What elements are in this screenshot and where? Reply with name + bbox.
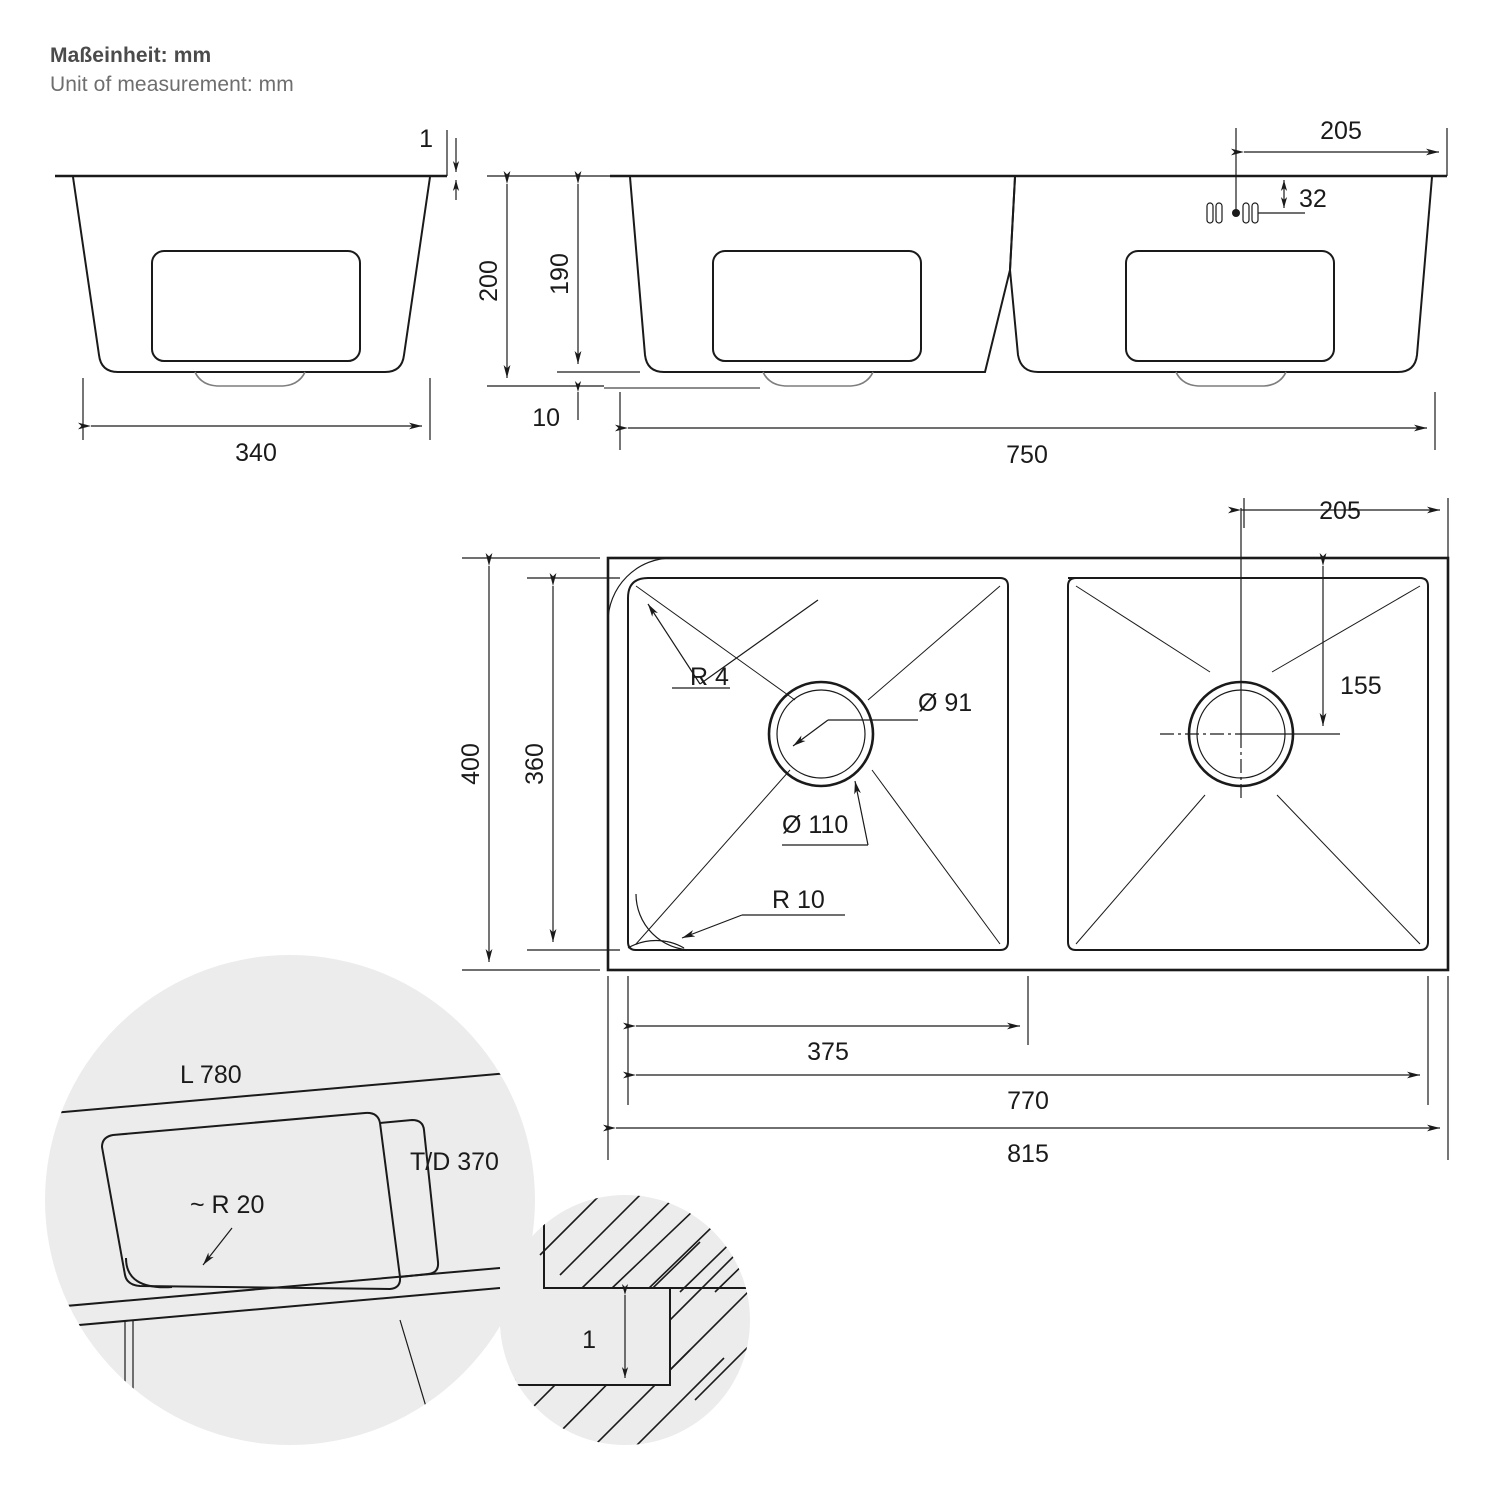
label-corner-radius-bottom: R 10	[772, 886, 825, 914]
unit-header-de: Maßeinheit: mm	[50, 44, 212, 67]
label-drain-outer-diameter: Ø 110	[782, 811, 848, 839]
flush-mount-section-detail: 1	[500, 1195, 750, 1445]
front-section-view: 200 190 10 750 205	[475, 117, 1448, 469]
dim-side-rim-thickness: 1	[419, 125, 433, 153]
plan-top-view: R 4 Ø 91 Ø 110 R 10 205 155	[457, 497, 1450, 1168]
label-drain-inner-diameter: Ø 91	[918, 689, 972, 717]
dim-front-bowl-depth: 190	[546, 253, 574, 295]
dim-flush-step: 1	[582, 1326, 596, 1354]
dim-front-base-gap: 10	[532, 404, 560, 432]
dim-plan-total-width: 815	[1007, 1140, 1049, 1168]
dim-front-width: 750	[1006, 441, 1048, 469]
dim-plan-inner-height: 360	[521, 743, 549, 785]
dim-overflow-offset-x: 205	[1320, 117, 1362, 145]
label-corner-radius-top: R 4	[690, 663, 729, 691]
dim-front-total-height: 200	[475, 260, 503, 302]
label-cutout-length: L 780	[180, 1061, 242, 1089]
dim-plan-drain-from-edge: 205	[1319, 497, 1361, 525]
overflow-detail: 205 32	[1206, 117, 1448, 224]
side-section-view: 1 340	[55, 125, 460, 467]
unit-header: Maßeinheit: mm Unit of measurement: mm	[50, 44, 294, 97]
dim-plan-left-bowl-width: 375	[807, 1038, 849, 1066]
label-cutout-depth: T/D 370	[410, 1148, 499, 1176]
dim-plan-outer-height: 400	[457, 743, 485, 785]
dim-plan-drain-from-top: 155	[1340, 672, 1382, 700]
dim-plan-inner-width: 770	[1007, 1087, 1049, 1115]
dim-overflow-offset-y: 32	[1299, 185, 1327, 213]
dim-side-width: 340	[235, 439, 277, 467]
label-cutout-radius: ~ R 20	[190, 1191, 264, 1219]
worktop-cutout-detail: L 780 T/D 370 ~ R 20	[45, 955, 535, 1445]
unit-header-en: Unit of measurement: mm	[50, 73, 294, 96]
